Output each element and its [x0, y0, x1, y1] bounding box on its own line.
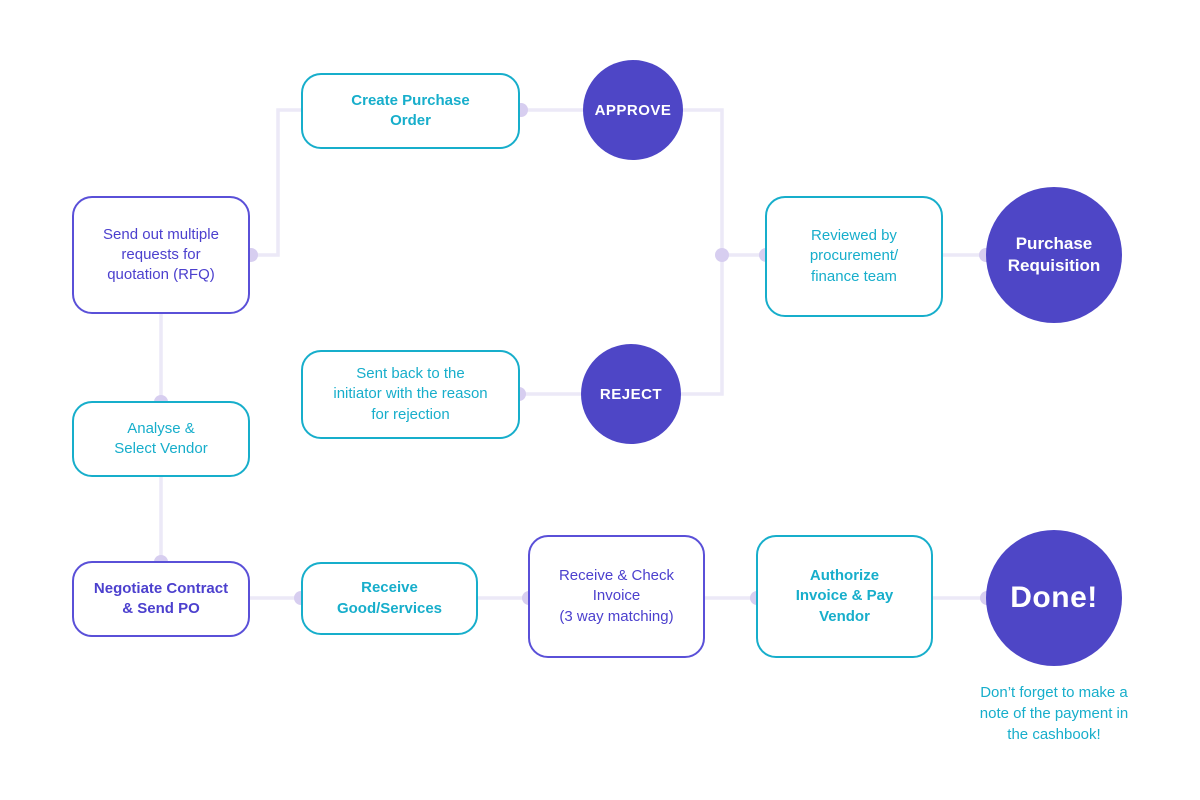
node-negotiate-contract-label: Negotiate Contract & Send PO — [93, 579, 229, 617]
node-done-label: Done! — [1010, 581, 1098, 614]
node-sent-back-to-initiator: Sent back to the initiator with the reas… — [301, 350, 520, 439]
node-purchase-requisition-label: Purchase Requisition — [1007, 233, 1101, 275]
node-create-purchase-order-label: Create Purchase Order — [351, 91, 470, 129]
cashbook-note: Don’t forget to make a note of the payme… — [979, 684, 1129, 743]
node-receive-check-invoice-label: Receive & Check Invoice (3 way matching) — [558, 567, 675, 625]
node-create-purchase-order: Create Purchase Order — [301, 73, 520, 149]
node-send-rfq-label: Send out multiple requests for quotation… — [103, 225, 219, 284]
node-reject: REJECT — [581, 344, 681, 444]
node-authorize-invoice-pay-label: Authorize Invoice & Pay Vendor — [795, 567, 894, 625]
node-analyse-select-vendor: Analyse & Select Vendor — [72, 401, 250, 477]
node-sent-back-to-initiator-label: Sent back to the initiator with the reas… — [333, 365, 488, 423]
node-reject-label: REJECT — [599, 385, 663, 403]
connector-rfq-to-create-po — [250, 108, 303, 257]
node-negotiate-contract: Negotiate Contract & Send PO — [72, 561, 250, 637]
node-receive-goods-services-label: Receive Good/Services — [336, 579, 443, 617]
node-send-rfq: Send out multiple requests for quotation… — [72, 196, 250, 314]
node-reviewed-by-team: Reviewed by procurement/ finance team — [765, 196, 943, 317]
node-authorize-invoice-pay: Authorize Invoice & Pay Vendor — [756, 535, 933, 658]
dot-trunk-junction — [715, 248, 729, 262]
node-purchase-requisition: Purchase Requisition — [986, 187, 1122, 323]
node-receive-check-invoice: Receive & Check Invoice (3 way matching) — [528, 535, 705, 658]
node-approve-label: APPROVE — [594, 101, 672, 119]
node-receive-goods-services: Receive Good/Services — [301, 562, 478, 635]
node-reviewed-by-team-label: Reviewed by procurement/ finance team — [809, 227, 899, 285]
node-approve: APPROVE — [583, 60, 683, 160]
node-analyse-select-vendor-label: Analyse & Select Vendor — [114, 419, 208, 457]
node-done: Done! — [986, 530, 1122, 666]
